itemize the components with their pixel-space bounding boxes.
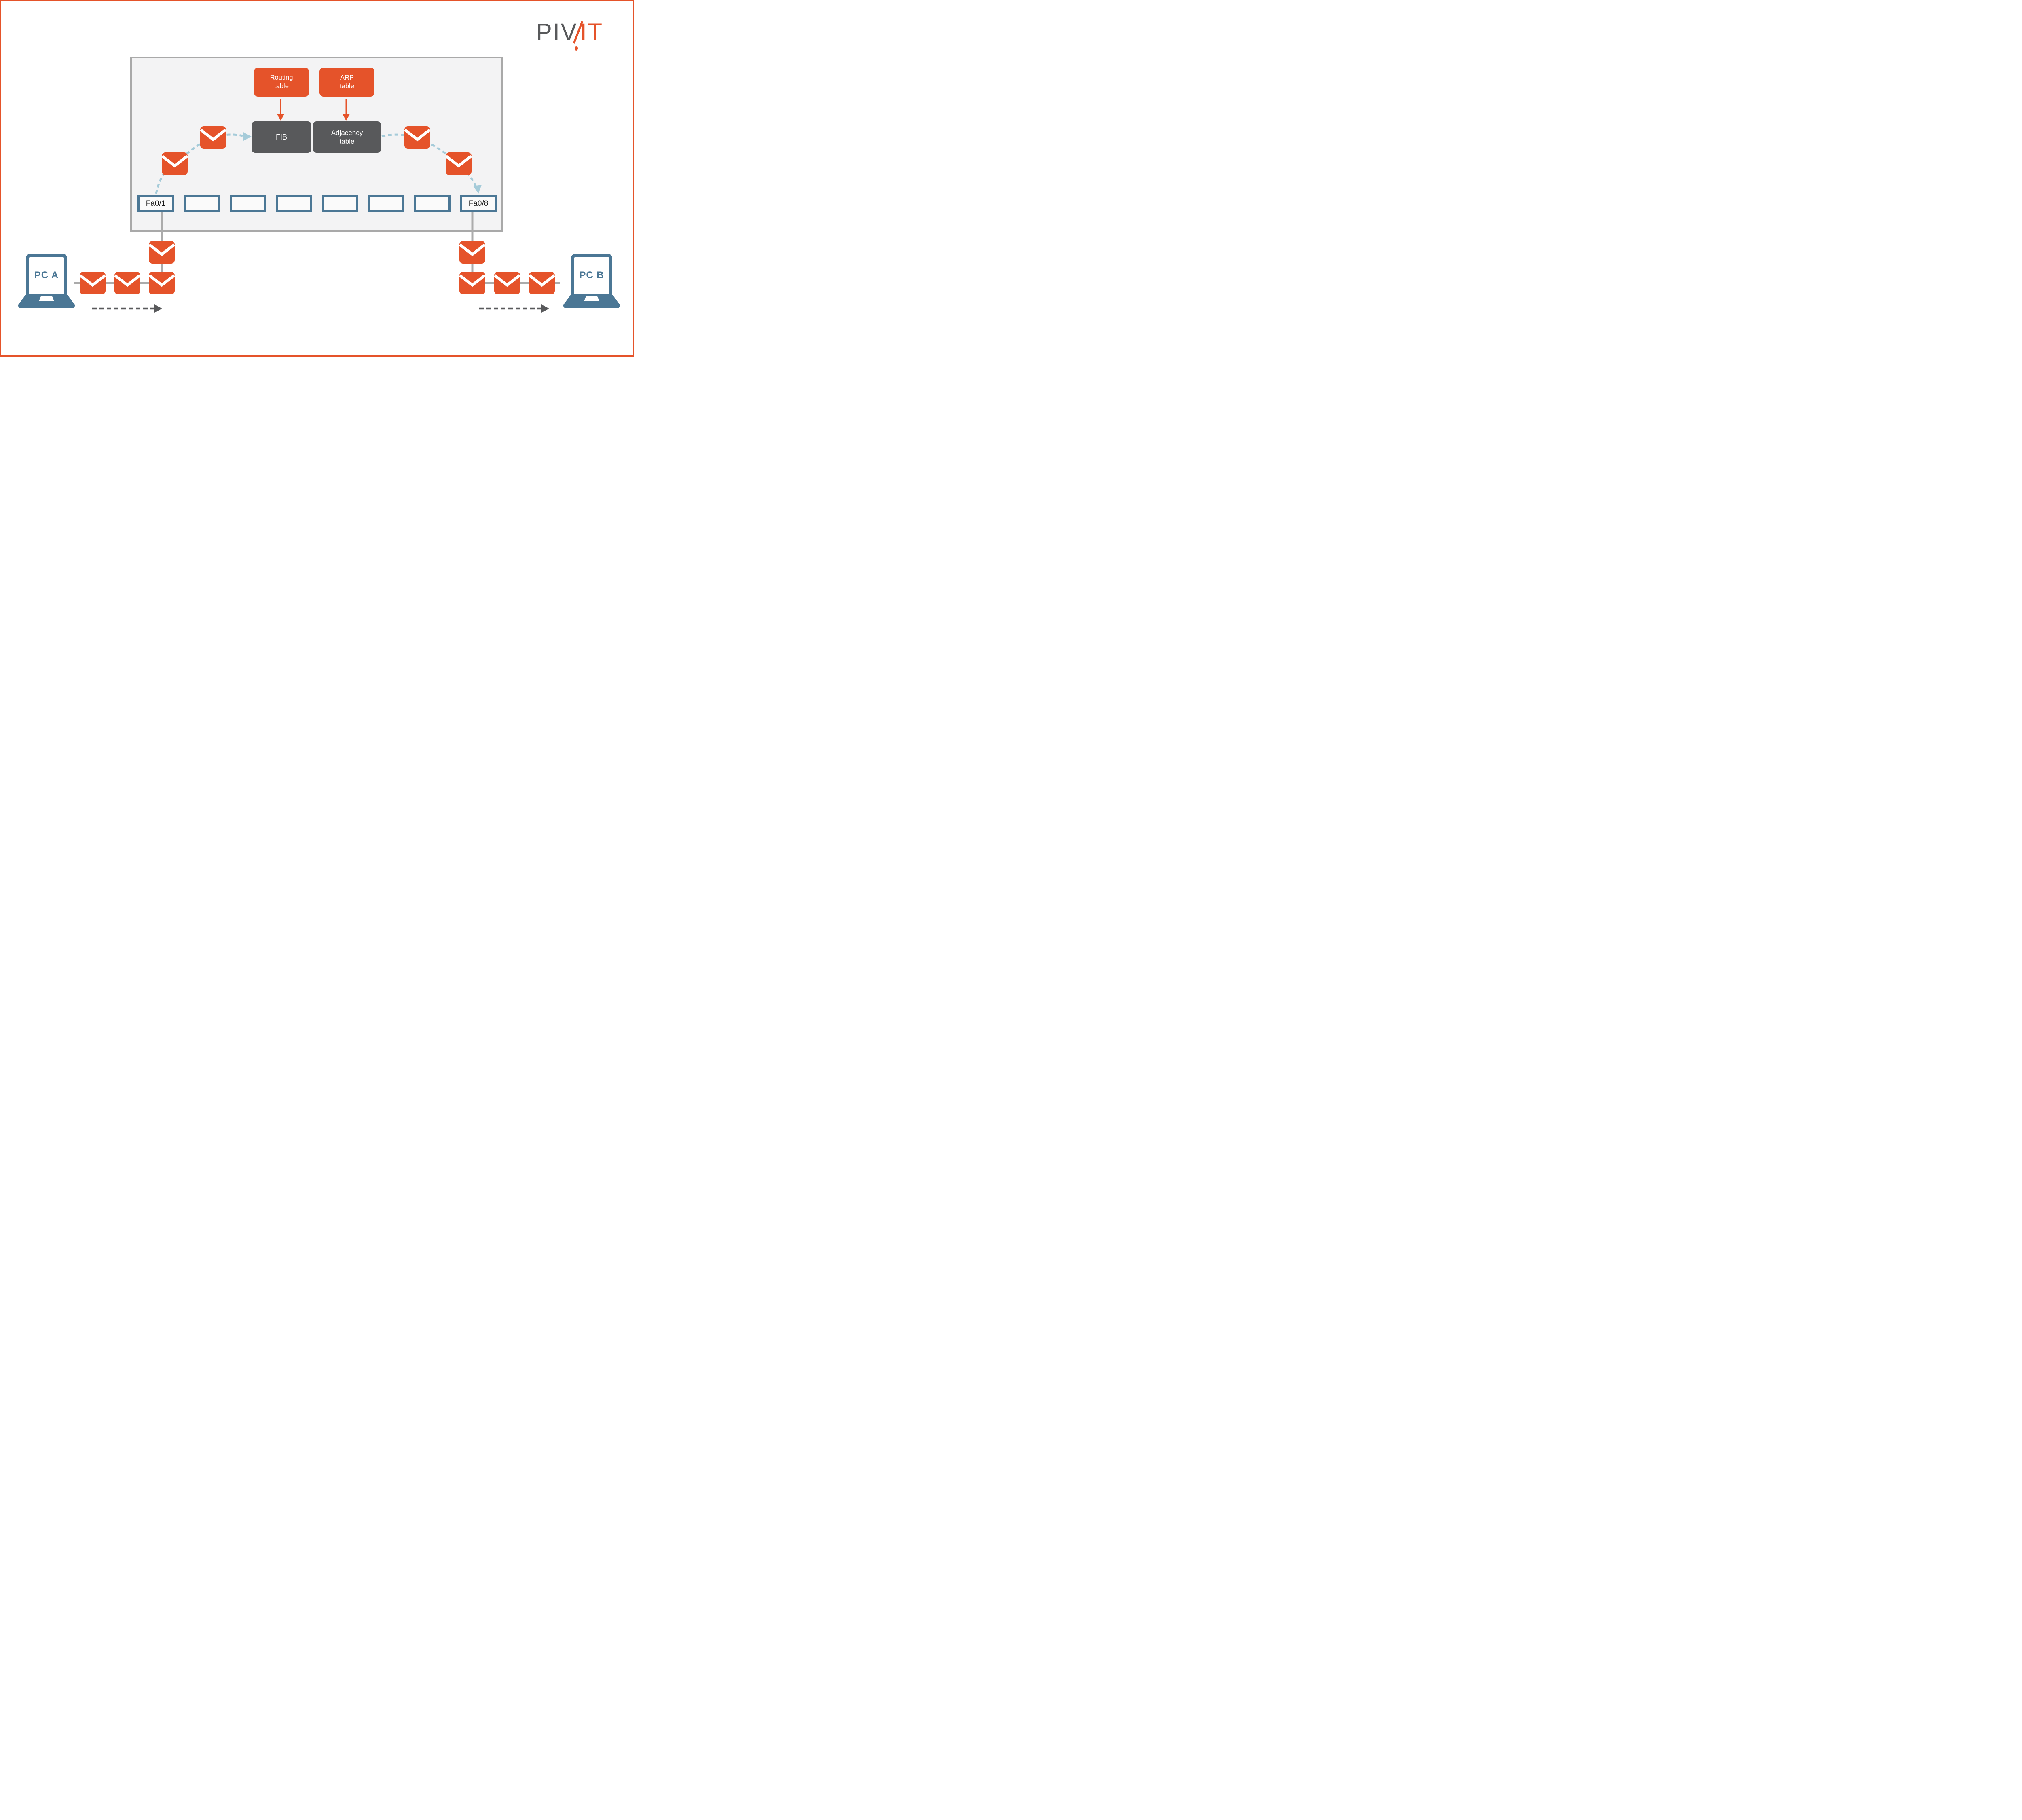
logo-slash-icon: [573, 20, 584, 51]
envelope-icon: [446, 152, 472, 175]
pc-a-label: PC A: [34, 270, 59, 281]
arp-table-box: ARP table: [319, 68, 374, 97]
pc-a-notch: [39, 296, 54, 301]
pc-b-screen: PC B: [571, 254, 612, 297]
port-empty: [230, 195, 266, 212]
routing-table-box: Routing table: [254, 68, 309, 97]
dark-arrow-head-icon: [154, 304, 162, 313]
pc-a-laptop-icon: PC A: [18, 254, 75, 308]
envelope-icon: [149, 241, 175, 264]
envelope-icon: [494, 272, 520, 294]
logo-text-gray: PIV: [536, 19, 578, 45]
port-empty: [276, 195, 312, 212]
arrow-head-icon: [343, 114, 350, 121]
envelope-icon: [80, 272, 106, 294]
pivit-logo: PIV IT: [536, 20, 603, 52]
logo-dot: [575, 46, 578, 51]
routing-to-fib-arrow: [277, 99, 284, 121]
arp-to-adjacency-arrow: [343, 99, 350, 121]
port-empty: [368, 195, 404, 212]
pc-b-laptop-icon: PC B: [563, 254, 620, 308]
dark-arrow-head-icon: [541, 304, 549, 313]
packet-path-into-fib: [155, 133, 243, 194]
port-fa0-1: Fa0/1: [137, 195, 174, 212]
port-empty: [322, 195, 358, 212]
cable-lines: [74, 212, 560, 284]
envelope-icon: [459, 272, 485, 294]
logo-slash-bar: [573, 21, 584, 44]
envelope-icon: [114, 272, 140, 294]
arrow-head-icon: [277, 114, 284, 121]
blue-arrow-head-icon: [473, 185, 482, 194]
port-empty: [184, 195, 220, 212]
port-fa0-8: Fa0/8: [460, 195, 497, 212]
pc-b-notch: [584, 296, 599, 301]
pc-a-screen: PC A: [26, 254, 67, 297]
envelope-icon: [529, 272, 555, 294]
blue-arrow-head-icon: [243, 132, 252, 141]
envelope-icon: [200, 126, 226, 149]
connector-layer: [74, 99, 560, 313]
envelope-icon: [459, 241, 485, 264]
diagram-canvas: PIV IT: [0, 0, 634, 357]
fib-box: FIB: [252, 121, 311, 153]
envelope-icon: [149, 272, 175, 294]
envelope-icon: [162, 152, 188, 175]
envelope-icon: [404, 126, 430, 149]
pc-b-label: PC B: [579, 270, 604, 281]
adjacency-table-box: Adjacency table: [313, 121, 381, 153]
logo-text-orange: IT: [580, 19, 603, 45]
port-empty: [414, 195, 451, 212]
